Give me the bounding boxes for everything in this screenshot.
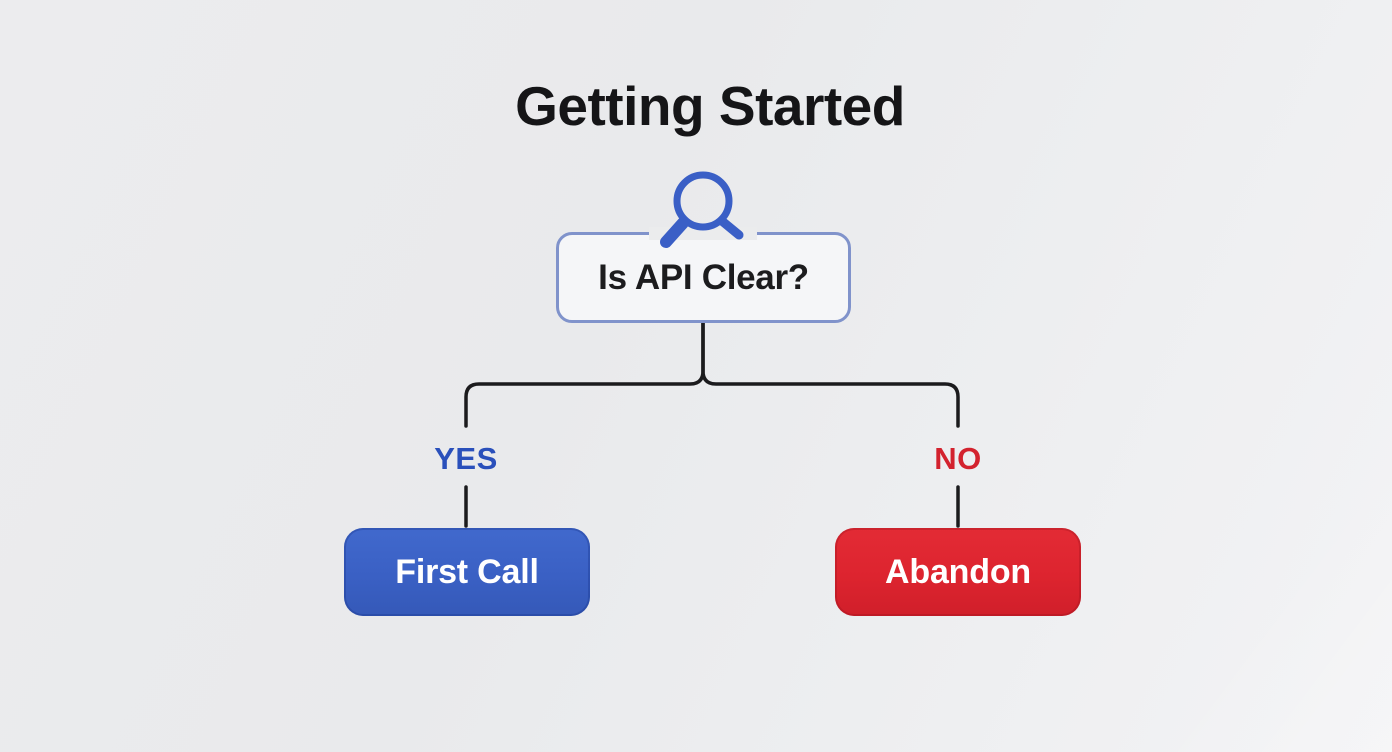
connector-branch-left: [464, 321, 705, 428]
first-call-button[interactable]: First Call: [344, 528, 590, 616]
branch-label-yes: YES: [434, 441, 498, 476]
decision-label: Is API Clear?: [598, 257, 809, 297]
connector-branch-right: [701, 321, 960, 428]
abandon-button[interactable]: Abandon: [835, 528, 1081, 616]
first-call-button-label: First Call: [395, 552, 539, 591]
abandon-button-label: Abandon: [885, 552, 1031, 591]
border-gap-mask: [649, 227, 757, 240]
page-title: Getting Started: [515, 75, 905, 137]
branch-label-no: NO: [934, 441, 982, 476]
decision-node: Is API Clear?: [556, 232, 851, 323]
